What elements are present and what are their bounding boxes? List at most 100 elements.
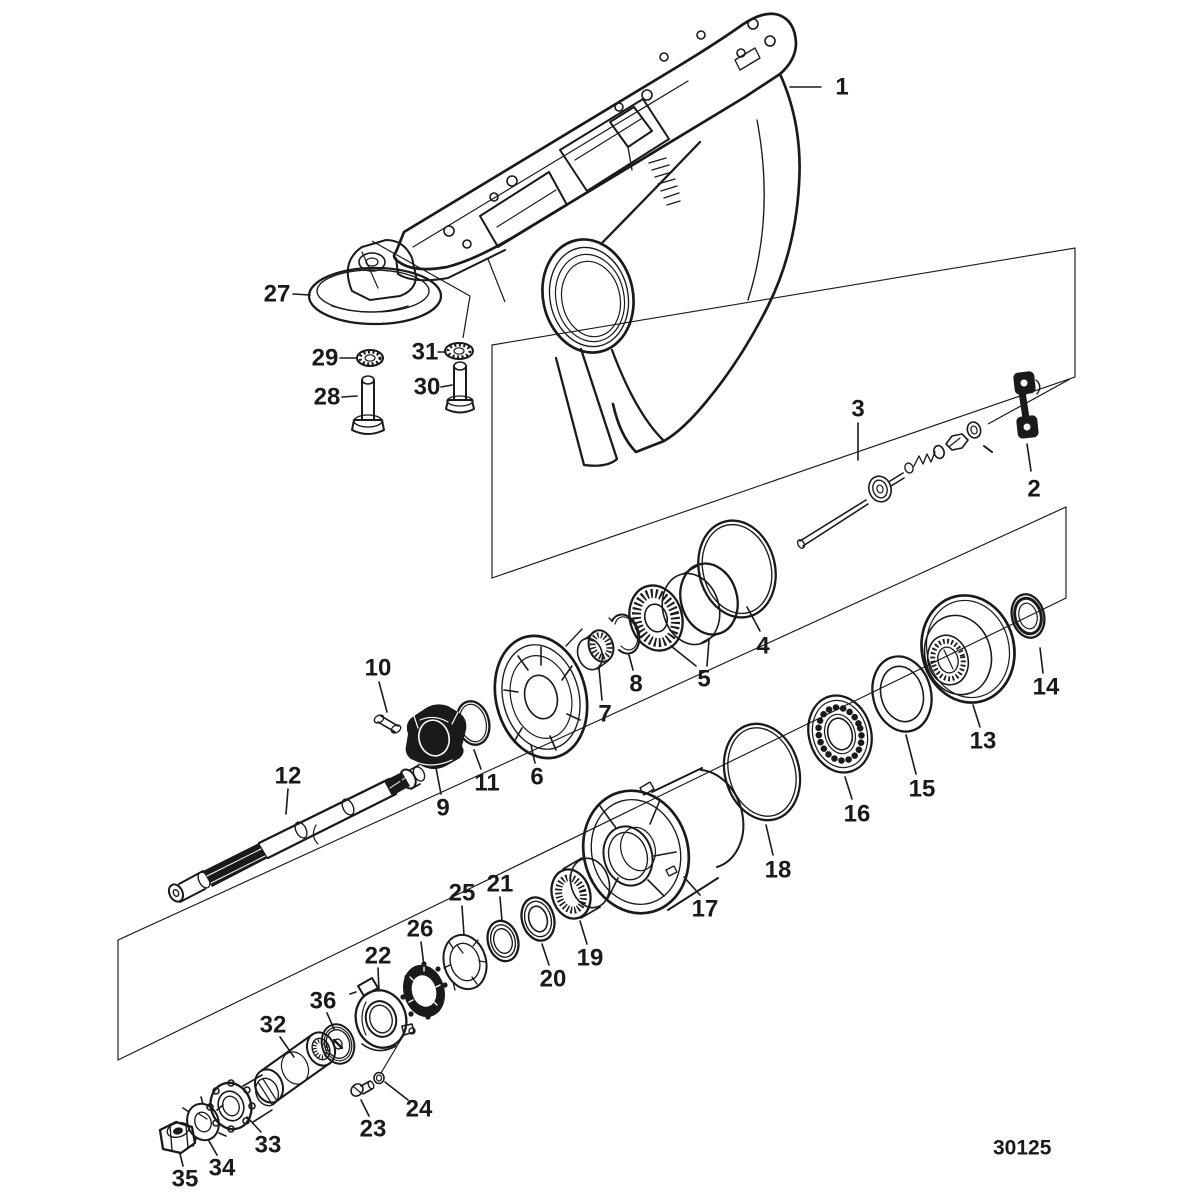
part-14-seal (1010, 593, 1046, 639)
callout-leader-11 (473, 749, 482, 770)
callout-annotations-layer: 1234567891011121314151617181920212223242… (172, 74, 1071, 1193)
callout-leader-22 (377, 967, 380, 992)
part-19-needle-bearing (550, 857, 611, 920)
callout-number-2: 2 (1027, 476, 1040, 503)
main-assembly-group-box (117, 506, 1067, 1061)
callout-leader-18 (765, 824, 774, 856)
callout-leader-24 (384, 1081, 409, 1101)
part-13-gear-hub (920, 594, 1016, 704)
callout-number-35: 35 (172, 1166, 199, 1193)
callout-leader-28 (341, 395, 358, 398)
callout-number-13: 13 (970, 728, 997, 755)
callout-leader-10 (378, 681, 388, 713)
callout-leader-36 (326, 1012, 335, 1030)
part-4-o-ring (697, 519, 777, 619)
callout-leader-6 (530, 744, 536, 764)
callout-number-24: 24 (406, 1096, 433, 1123)
callout-number-23: 23 (360, 1116, 387, 1143)
construction-line (487, 258, 506, 303)
speedometer-group-box (491, 247, 1076, 579)
callout-number-11: 11 (474, 770, 499, 797)
part-16-ball-bearing (807, 694, 873, 774)
callout-number-22: 22 (365, 943, 392, 970)
part-10-pin (373, 714, 402, 734)
figure-number: 30125 (993, 1137, 1052, 1160)
callout-leader-30 (440, 384, 453, 388)
construction-line (371, 240, 471, 297)
callout-number-28: 28 (314, 384, 341, 411)
callout-leader-35 (179, 1153, 184, 1167)
part-15-shim-washer (871, 655, 933, 733)
callout-leader-33 (246, 1116, 262, 1133)
callout-number-14: 14 (1033, 674, 1060, 701)
callout-number-32: 32 (260, 1012, 287, 1039)
callout-leader-34 (208, 1140, 218, 1156)
part-7-bushing (576, 629, 615, 671)
construction-line (380, 1035, 404, 1074)
callout-number-36: 36 (310, 988, 337, 1015)
callout-leader-2 (1026, 443, 1032, 472)
part-31-star-washer (444, 342, 474, 360)
part-34-tab-washer (182, 1096, 227, 1147)
part-1-gear-housing (392, 12, 801, 467)
callout-number-5: 5 (697, 666, 710, 693)
part-21-seal-ring (486, 919, 520, 963)
callout-leader-8 (628, 654, 634, 671)
part-20-seal (520, 896, 556, 942)
part-6-bearing-carrier (493, 628, 589, 760)
callout-leader-9 (435, 767, 442, 795)
callout-number-26: 26 (407, 916, 434, 943)
part-12-propeller-shaft (167, 764, 426, 903)
callout-number-15: 15 (909, 776, 936, 803)
part-23-screw (350, 1080, 375, 1097)
callout-number-8: 8 (629, 671, 642, 698)
callout-number-1: 1 (835, 74, 848, 101)
callout-leader-4 (746, 606, 761, 632)
callout-leader-32 (279, 1036, 295, 1058)
callout-leader-21 (499, 896, 503, 922)
callout-leader-16 (844, 776, 853, 800)
callout-number-17: 17 (692, 896, 719, 923)
part-22-cam-retainer (349, 977, 416, 1052)
construction-line (987, 378, 1071, 425)
part-27-trim-tab (307, 239, 443, 326)
callout-number-6: 6 (530, 764, 543, 791)
group-boxes-layer (117, 247, 1076, 1061)
callout-number-3: 3 (851, 396, 864, 423)
callout-leader-14 (1039, 647, 1044, 674)
callout-number-18: 18 (765, 857, 792, 884)
housing-bolt-holes (443, 18, 776, 249)
callout-leader-27 (292, 293, 311, 296)
part-35-prop-nut (158, 1120, 197, 1155)
callout-leader-13 (972, 704, 981, 728)
callout-leader-25 (461, 905, 465, 936)
callout-leader-5 (706, 639, 710, 667)
callout-number-12: 12 (275, 763, 302, 790)
callout-number-34: 34 (209, 1155, 236, 1182)
part-28-bolt (351, 375, 385, 435)
callout-number-19: 19 (577, 945, 604, 972)
part-9-clutch-dog (405, 704, 467, 769)
callout-number-20: 20 (540, 966, 567, 993)
part-26-lock-ring (400, 961, 448, 1020)
callout-leader-20 (541, 943, 550, 966)
callout-leader-5 (670, 645, 697, 667)
callout-leader-26 (420, 941, 425, 967)
callout-number-25: 25 (449, 880, 476, 907)
callout-leader-15 (905, 734, 917, 775)
part-18-o-ring (722, 722, 802, 822)
construction-line (462, 295, 471, 339)
callout-leader-7 (598, 667, 603, 701)
part-8-snap-ring (608, 613, 641, 655)
part-2-retainer-clip (1013, 371, 1041, 439)
callout-number-27: 27 (264, 281, 291, 308)
callout-number-16: 16 (844, 801, 871, 828)
part-33-forward-thrust-hub (206, 1074, 280, 1133)
callout-number-29: 29 (312, 345, 339, 372)
part-29-star-washer (356, 349, 384, 367)
callout-number-31: 31 (412, 339, 439, 366)
callout-number-7: 7 (598, 701, 611, 728)
part-3-speedometer-pickup (796, 421, 993, 549)
